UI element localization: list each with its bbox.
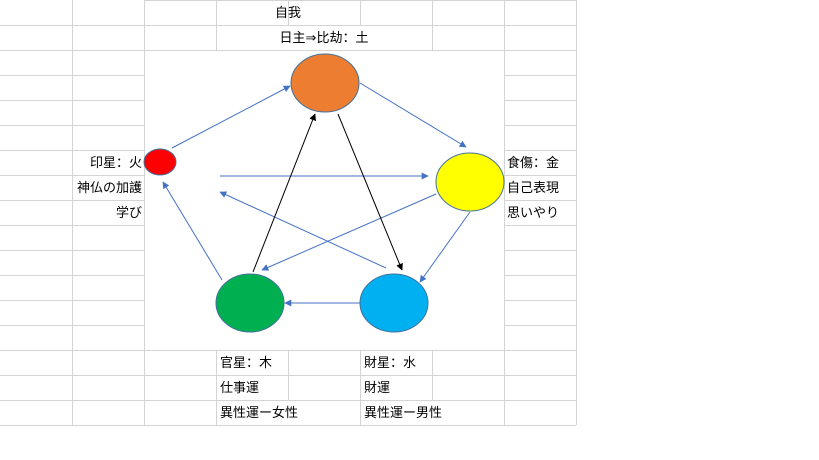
- fire-circle[interactable]: [143, 148, 177, 176]
- cell-zaisei[interactable]: 財星：水: [364, 356, 417, 371]
- arrow-wood-to-earth[interactable]: [252, 113, 316, 273]
- arrow-water-to-fire[interactable]: [219, 191, 387, 269]
- cell-shokushou[interactable]: 食傷：金: [507, 156, 560, 171]
- metal-circle[interactable]: [435, 152, 505, 212]
- cell-manabi[interactable]: 学び: [115, 206, 142, 221]
- wood-circle[interactable]: [215, 273, 285, 333]
- cell-insei[interactable]: 印星：火: [89, 156, 142, 171]
- cell-shigoto-un[interactable]: 仕事運: [220, 381, 260, 396]
- cell-isei-un-dansei[interactable]: 異性運ー男性: [364, 406, 443, 421]
- arrow-metal-to-water[interactable]: [419, 211, 471, 283]
- earth-circle[interactable]: [290, 53, 360, 113]
- arrow-earth-to-water[interactable]: [337, 113, 403, 271]
- cell-isei-un-josei[interactable]: 異性運ー女性: [220, 406, 299, 421]
- cell-omoiyari[interactable]: 思いやり: [507, 206, 560, 221]
- arrow-wood-to-fire[interactable]: [162, 181, 223, 281]
- arrow-fire-to-earth[interactable]: [171, 85, 291, 149]
- arrow-metal-to-wood[interactable]: [261, 193, 437, 271]
- cell-jiga[interactable]: 自我: [274, 6, 301, 21]
- cell-zaiun[interactable]: 財運: [364, 381, 391, 396]
- arrow-earth-to-metal[interactable]: [359, 82, 467, 148]
- water-circle[interactable]: [359, 273, 429, 333]
- cell-jiko-hyougen[interactable]: 自己表現: [507, 181, 560, 196]
- cell-kansei[interactable]: 官星：木: [220, 356, 273, 371]
- cell-nisshu[interactable]: 日主⇒比劫：土: [279, 31, 369, 46]
- cell-shinbutsu[interactable]: 神仏の加護: [76, 181, 142, 196]
